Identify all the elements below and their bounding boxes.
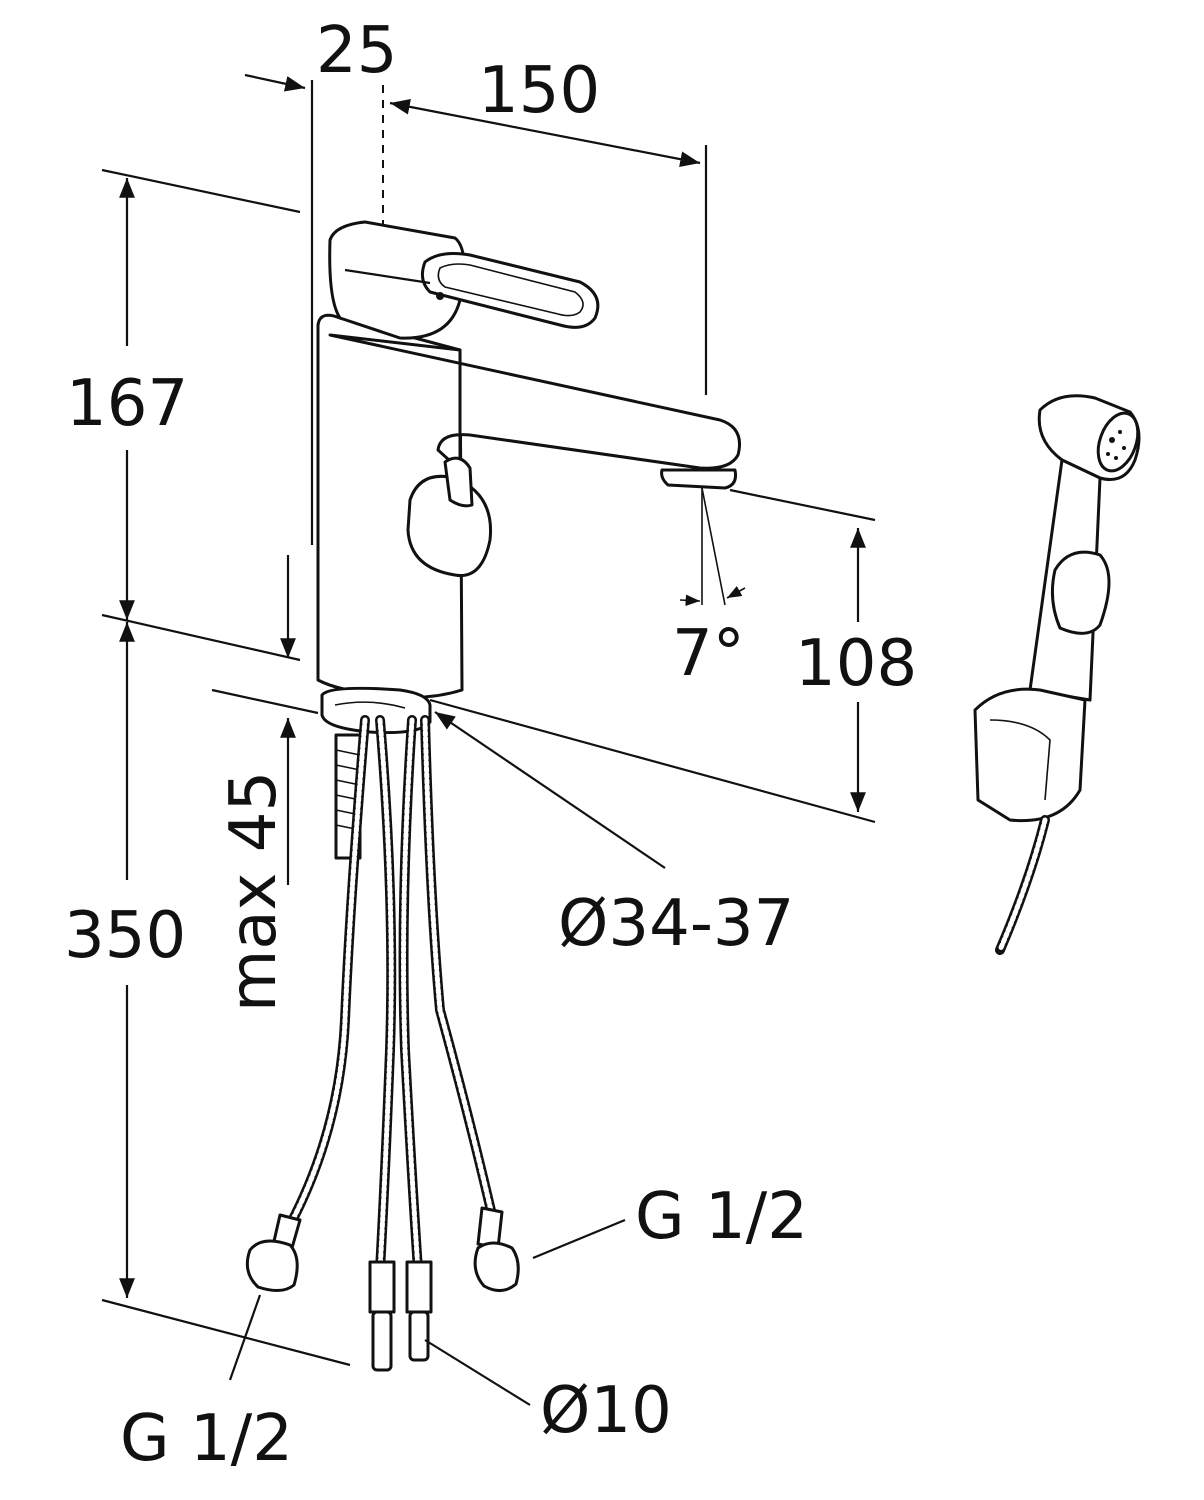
faucet-body [316,220,741,735]
dim-top-offset: 25 [244,14,397,545]
label-spray-angle: 7° [672,617,745,691]
dim-pipe-diameter: Ø10 [424,1339,672,1448]
connectors [245,1206,520,1372]
label-pipe-diameter: Ø10 [540,1374,672,1448]
label-top-offset: 25 [316,14,397,88]
dim-connector-right: G 1/2 [532,1180,808,1260]
label-spout-reach: 150 [478,54,600,128]
dim-spout-height: 108 [429,488,917,824]
dim-connector-left: G 1/2 [120,1294,293,1476]
dim-spout-reach: 150 [389,54,708,395]
label-hole-diameter: Ø34-37 [558,887,794,961]
dim-spray-angle: 7° [672,487,746,691]
label-hose-length: 350 [64,899,186,973]
hoses [285,715,497,1275]
label-max-deck: max 45 [217,771,291,1012]
dim-hole-diameter: Ø34-37 [434,711,794,961]
dim-body-height: 167 [66,168,301,662]
dim-hose-length: 350 [64,622,351,1367]
dim-max-deck: max 45 [211,555,319,1012]
label-body-height: 167 [66,367,188,441]
label-connector-right: G 1/2 [635,1180,808,1254]
hand-shower [973,394,1141,955]
label-connector-left: G 1/2 [120,1402,293,1476]
label-spout-height: 108 [795,627,917,701]
